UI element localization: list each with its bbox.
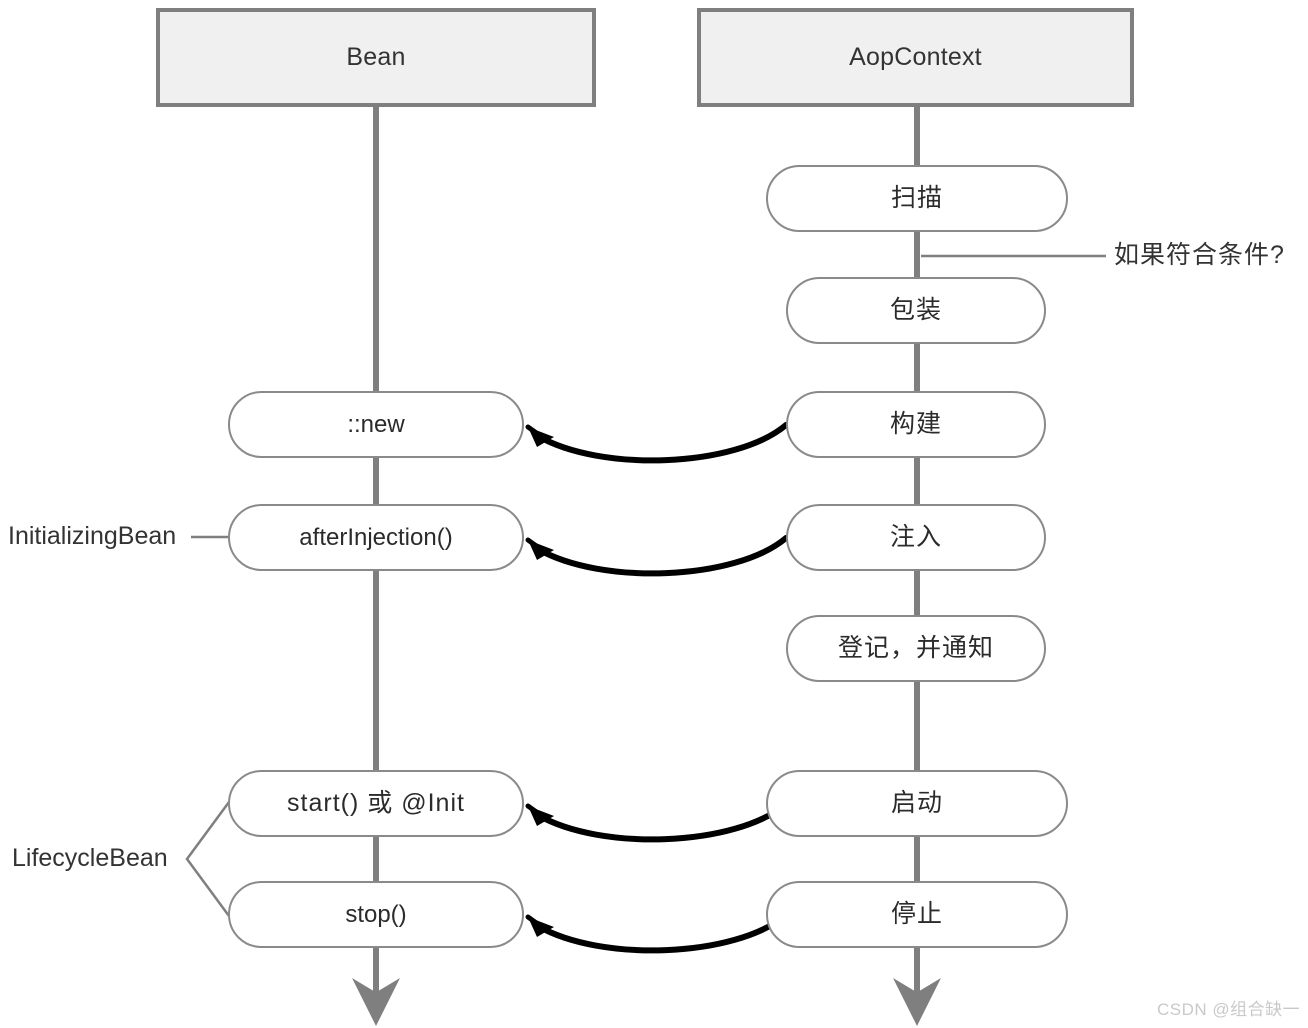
node-bean-stop-label: stop() (345, 900, 407, 928)
message-arrow-build-to-new (525, 422, 789, 464)
node-bean-stop[interactable]: stop() (228, 881, 524, 948)
lifecycle-bean-bracket (185, 801, 231, 917)
node-context-wrap[interactable]: 包装 (786, 277, 1046, 344)
node-context-start[interactable]: 启动 (766, 770, 1068, 837)
node-bean-new[interactable]: ::new (228, 391, 524, 458)
node-context-stop-label: 停止 (890, 900, 943, 928)
node-context-inject[interactable]: 注入 (786, 504, 1046, 571)
node-bean-after-injection[interactable]: afterInjection() (228, 504, 524, 571)
node-bean-start-or-init-label: start() 或 @Init (287, 789, 465, 817)
participant-bean-label: Bean (346, 43, 406, 71)
message-arrow-stop-to-stop (525, 912, 789, 954)
annotation-initializing-bean: InitializingBean (8, 522, 177, 550)
message-arrow-inject-to-afterinjection (525, 535, 789, 577)
node-bean-new-label: ::new (347, 410, 405, 438)
node-context-start-label: 启动 (890, 789, 943, 817)
node-context-stop[interactable]: 停止 (766, 881, 1068, 948)
node-context-wrap-label: 包装 (889, 296, 942, 324)
message-arrow-start-to-startorinit (525, 801, 789, 843)
node-context-scan[interactable]: 扫描 (766, 165, 1068, 232)
node-context-register-notify[interactable]: 登记，并通知 (786, 615, 1046, 682)
node-context-build-label: 构建 (889, 410, 942, 438)
node-context-build[interactable]: 构建 (786, 391, 1046, 458)
node-context-inject-label: 注入 (889, 523, 942, 551)
participant-bean[interactable]: Bean (156, 8, 596, 107)
participant-aopcontext[interactable]: AopContext (697, 8, 1134, 107)
annotation-lifecycle-bean: LifecycleBean (12, 844, 168, 872)
node-bean-after-injection-label: afterInjection() (299, 523, 453, 551)
participant-aopcontext-label: AopContext (849, 43, 982, 71)
annotation-condition: 如果符合条件? (1114, 241, 1285, 269)
node-bean-start-or-init[interactable]: start() 或 @Init (228, 770, 524, 837)
watermark: CSDN @组合缺一 (1157, 1000, 1301, 1019)
node-context-register-notify-label: 登记，并通知 (837, 634, 994, 662)
node-context-scan-label: 扫描 (890, 184, 943, 212)
